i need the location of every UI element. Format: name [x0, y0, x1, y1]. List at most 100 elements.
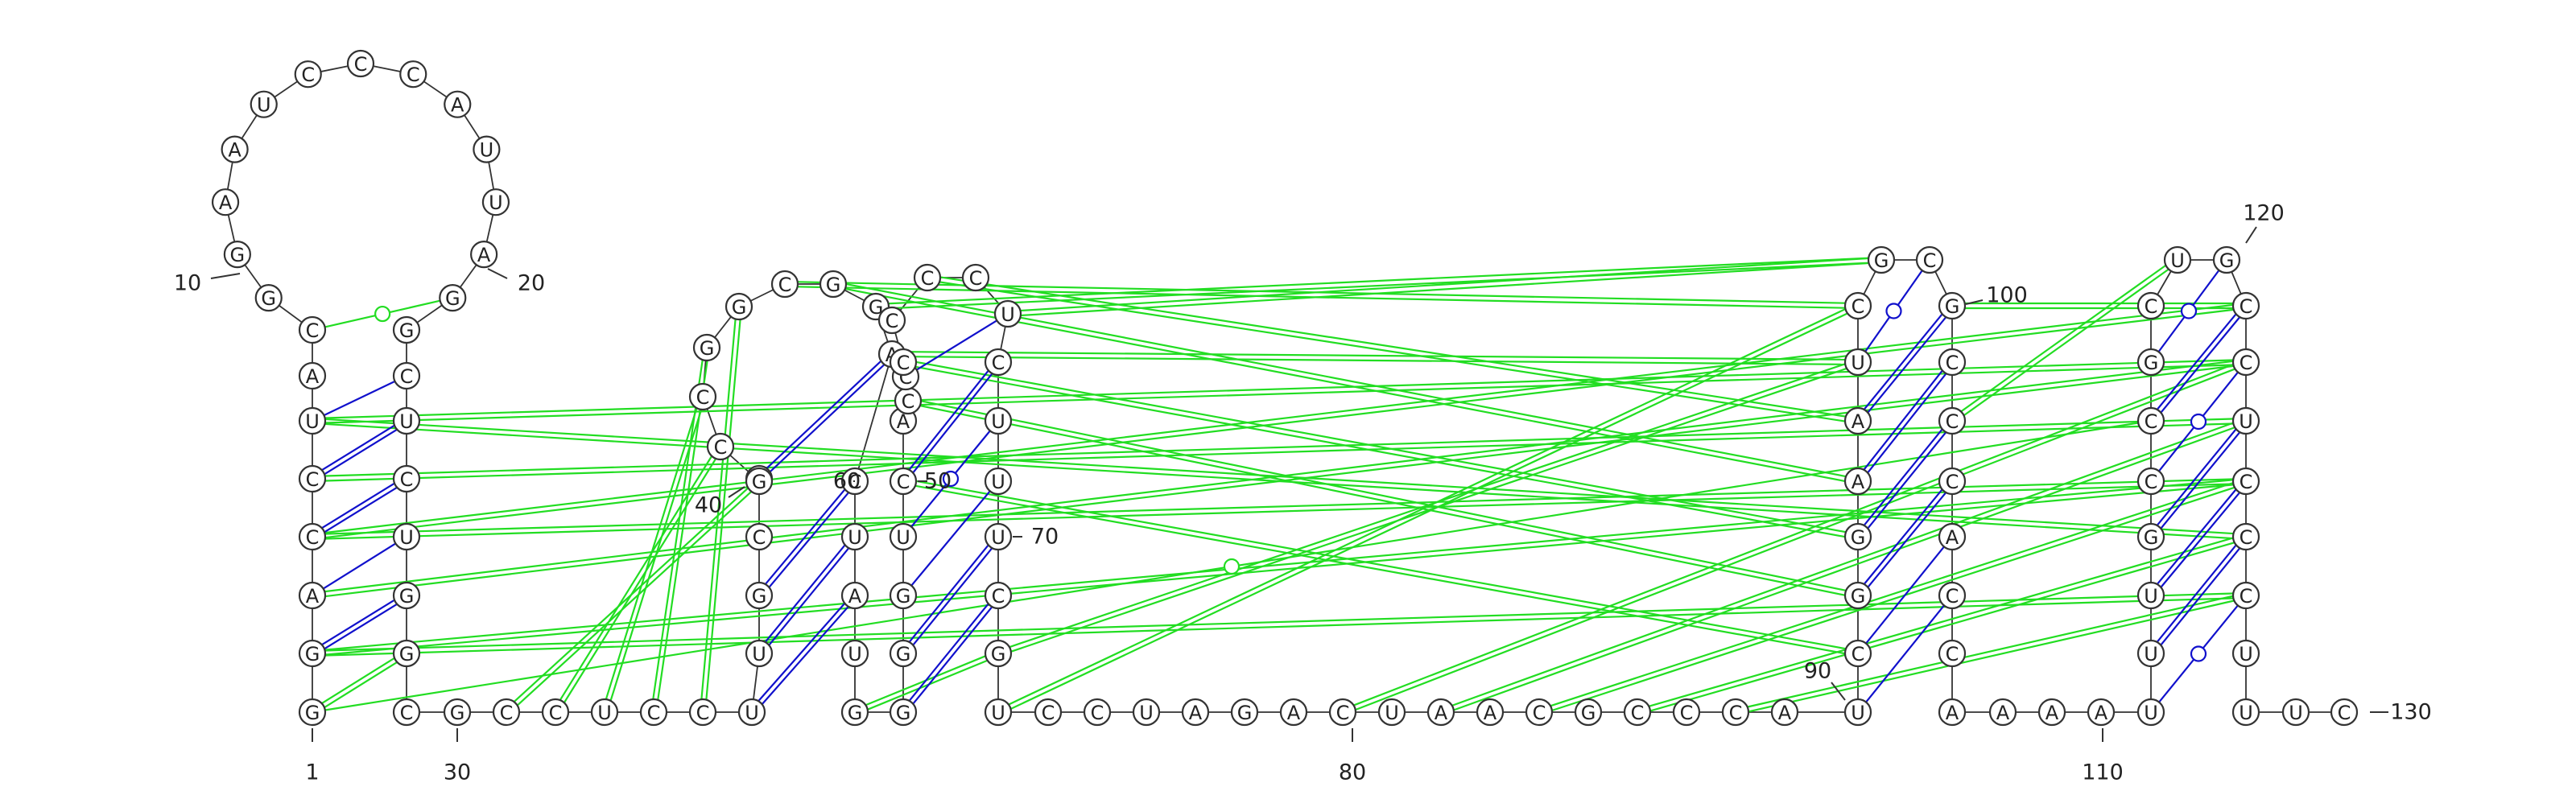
- nucleotide-circle: [1672, 698, 1701, 727]
- nucleotide-circle: [392, 406, 421, 435]
- nucleotide-circle: [2231, 581, 2260, 610]
- index-tick: [2245, 226, 2257, 244]
- nucleotide-letter: A: [1852, 471, 1865, 493]
- nucleotide: U: [984, 698, 1013, 727]
- nucleotide: A: [1279, 698, 1308, 727]
- nucleotide-letter: C: [1923, 249, 1937, 272]
- nucleotide: U: [1377, 698, 1406, 727]
- noncanonical-pair-line: [1963, 268, 2169, 417]
- canonical-pair-line: [908, 603, 989, 702]
- nucleotide-circle: [2136, 522, 2165, 551]
- nucleotide-letter: C: [696, 386, 710, 409]
- noncanonical-pair-line: [324, 418, 2233, 477]
- nucleotide: C: [294, 60, 322, 89]
- nucleotide-letter: C: [1533, 702, 1546, 724]
- nucleotide: U: [2163, 245, 2192, 274]
- nucleotide-circle: [770, 270, 799, 299]
- nucleotide-letter: A: [1996, 702, 2010, 724]
- nucleotide-letter: U: [1385, 702, 1399, 724]
- nucleotide: U: [984, 406, 1013, 435]
- noncanonical-pair-line: [1020, 257, 1868, 312]
- nucleotide-letter: G: [991, 643, 1006, 665]
- nucleotide: G: [443, 698, 472, 727]
- nucleotide: G: [889, 698, 918, 727]
- nucleotide-circle: [298, 581, 327, 610]
- canonical-pair-line: [1863, 428, 1943, 526]
- noncanonical-pair-line: [652, 360, 704, 699]
- nucleotide-circle: [1230, 698, 1259, 727]
- nucleotide-circle: [1721, 698, 1750, 727]
- nucleotide: A: [298, 581, 327, 610]
- nucleotide: C: [984, 348, 1013, 377]
- nucleotide-circle: [1083, 698, 1112, 727]
- canonical-pair-line: [1867, 431, 1947, 529]
- nucleotide-circle: [2330, 698, 2359, 727]
- noncanonical-pair-line: [324, 359, 2233, 419]
- nucleotide: G: [2136, 348, 2165, 377]
- canonical-pair-line: [762, 606, 849, 705]
- nucleotide-circle: [1132, 698, 1161, 727]
- nucleotide-circle: [737, 698, 766, 727]
- nucleotide-circle: [1843, 698, 1872, 727]
- nucleotide-circle: [443, 698, 472, 727]
- backbone-segment: [854, 353, 893, 482]
- index-label: 60: [833, 469, 861, 494]
- nucleotide: G: [840, 698, 869, 727]
- nucleotide: C: [1843, 291, 1872, 320]
- nucleotide: C: [1721, 698, 1750, 727]
- canonical-pair-line: [1867, 492, 1946, 588]
- nucleotide-circle: [2136, 291, 2165, 320]
- nucleotide-letter: C: [1946, 410, 1959, 433]
- nucleotide-letter: G: [2219, 249, 2235, 272]
- nucleotide-circle: [889, 698, 918, 727]
- nucleotide: G: [1843, 581, 1872, 610]
- canonical-pair-line: [758, 603, 845, 702]
- nucleotide: G: [984, 639, 1013, 668]
- nucleotide-letter: C: [2240, 526, 2253, 549]
- nucleotide-letter: A: [451, 94, 464, 117]
- nucleotide-circle: [1623, 698, 1652, 727]
- nucleotide-letter: G: [2144, 352, 2159, 374]
- nucleotide: U: [993, 299, 1022, 328]
- nucleotide: G: [298, 639, 327, 668]
- nucleotide: U: [250, 90, 278, 118]
- nucleotide-circle: [2231, 522, 2260, 551]
- nucleotide-circle: [692, 333, 721, 362]
- noncanonical-pair-line: [1009, 363, 1846, 649]
- nucleotide: U: [2231, 698, 2260, 727]
- nucleotide-letter: U: [1851, 352, 1865, 374]
- nucleotide: A: [1426, 698, 1455, 727]
- nucleotide-letter: C: [921, 267, 935, 290]
- nucleotide-circle: [2136, 698, 2165, 727]
- canonical-pair-line: [2157, 313, 2237, 410]
- index-label: 20: [518, 271, 545, 296]
- nucleotide-circle: [1843, 291, 1872, 320]
- nucleotide-circle: [294, 60, 322, 89]
- canonical-pair-line: [912, 547, 993, 646]
- nucleotide-letter: U: [2144, 585, 2158, 608]
- nucleotide-circle: [2037, 698, 2066, 727]
- nucleotide-letter: U: [2144, 643, 2158, 665]
- canonical-pair-line: [324, 429, 398, 476]
- nucleotide-circle: [2231, 467, 2260, 496]
- index-label: 130: [2390, 700, 2432, 725]
- noncanonical-pair-line: [915, 365, 1845, 538]
- nucleotide-letter: C: [1729, 702, 1743, 724]
- canonical-pair-line: [2156, 544, 2237, 643]
- canonical-pair-line: [1865, 604, 1945, 703]
- nucleotide: G: [1574, 698, 1603, 727]
- nucleotide: C: [706, 432, 735, 461]
- nucleotide: C: [688, 698, 717, 727]
- nucleotide-circle: [1034, 698, 1063, 727]
- nucleotide: C: [1083, 698, 1112, 727]
- index-tick: [1965, 299, 1984, 305]
- nucleotide-letter: G: [896, 702, 911, 724]
- nucleotide-circle: [984, 698, 1013, 727]
- noncanonical-pair-line: [325, 364, 2234, 424]
- nucleotide: U: [481, 188, 510, 216]
- nucleotide-circle: [211, 188, 240, 216]
- nucleotide: C: [399, 60, 427, 89]
- noncanonical-pair-line: [705, 319, 741, 700]
- index-label: 1: [305, 760, 319, 785]
- nucleotide: G: [439, 284, 467, 312]
